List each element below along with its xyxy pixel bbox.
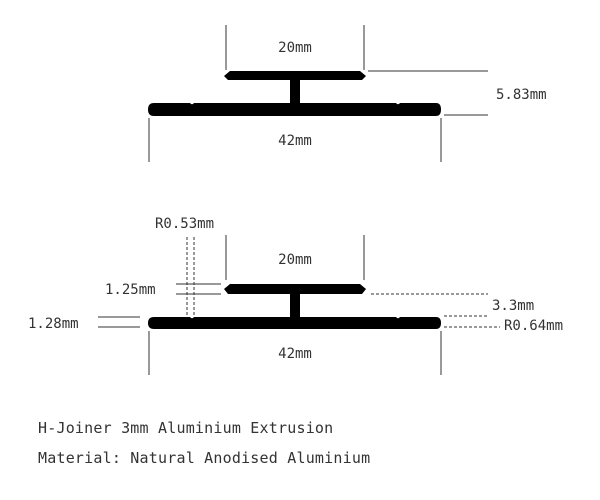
notch [395, 99, 401, 105]
top-width-label: 20mm [278, 40, 312, 56]
h-joiner-profile [148, 71, 441, 116]
base-width-label: 42mm [278, 133, 312, 149]
edge-radius-label: R0.64mm [504, 318, 563, 334]
base-width-label: 42mm [278, 346, 312, 362]
top-thickness-label: 1.25mm [105, 282, 156, 298]
base-thickness-label: 1.28mm [28, 316, 79, 332]
notch [395, 313, 401, 319]
material-label: Material: Natural Anodised Aluminium [38, 449, 371, 467]
top-width-label: 20mm [278, 252, 312, 268]
notch-radius-label: R0.53mm [155, 216, 214, 232]
product-title: H-Joiner 3mm Aluminium Extrusion [38, 419, 334, 437]
notch [189, 313, 195, 319]
profile-detail: 20mm R0.53mm 1.25mm 1.28mm 3.3mm R0.64mm… [28, 216, 563, 375]
h-joiner-profile [148, 284, 441, 329]
profile-overview: 20mm 5.83mm 42mm [148, 25, 547, 162]
stem-height-label: 3.3mm [492, 298, 534, 314]
height-label: 5.83mm [496, 87, 547, 103]
notch [189, 99, 195, 105]
